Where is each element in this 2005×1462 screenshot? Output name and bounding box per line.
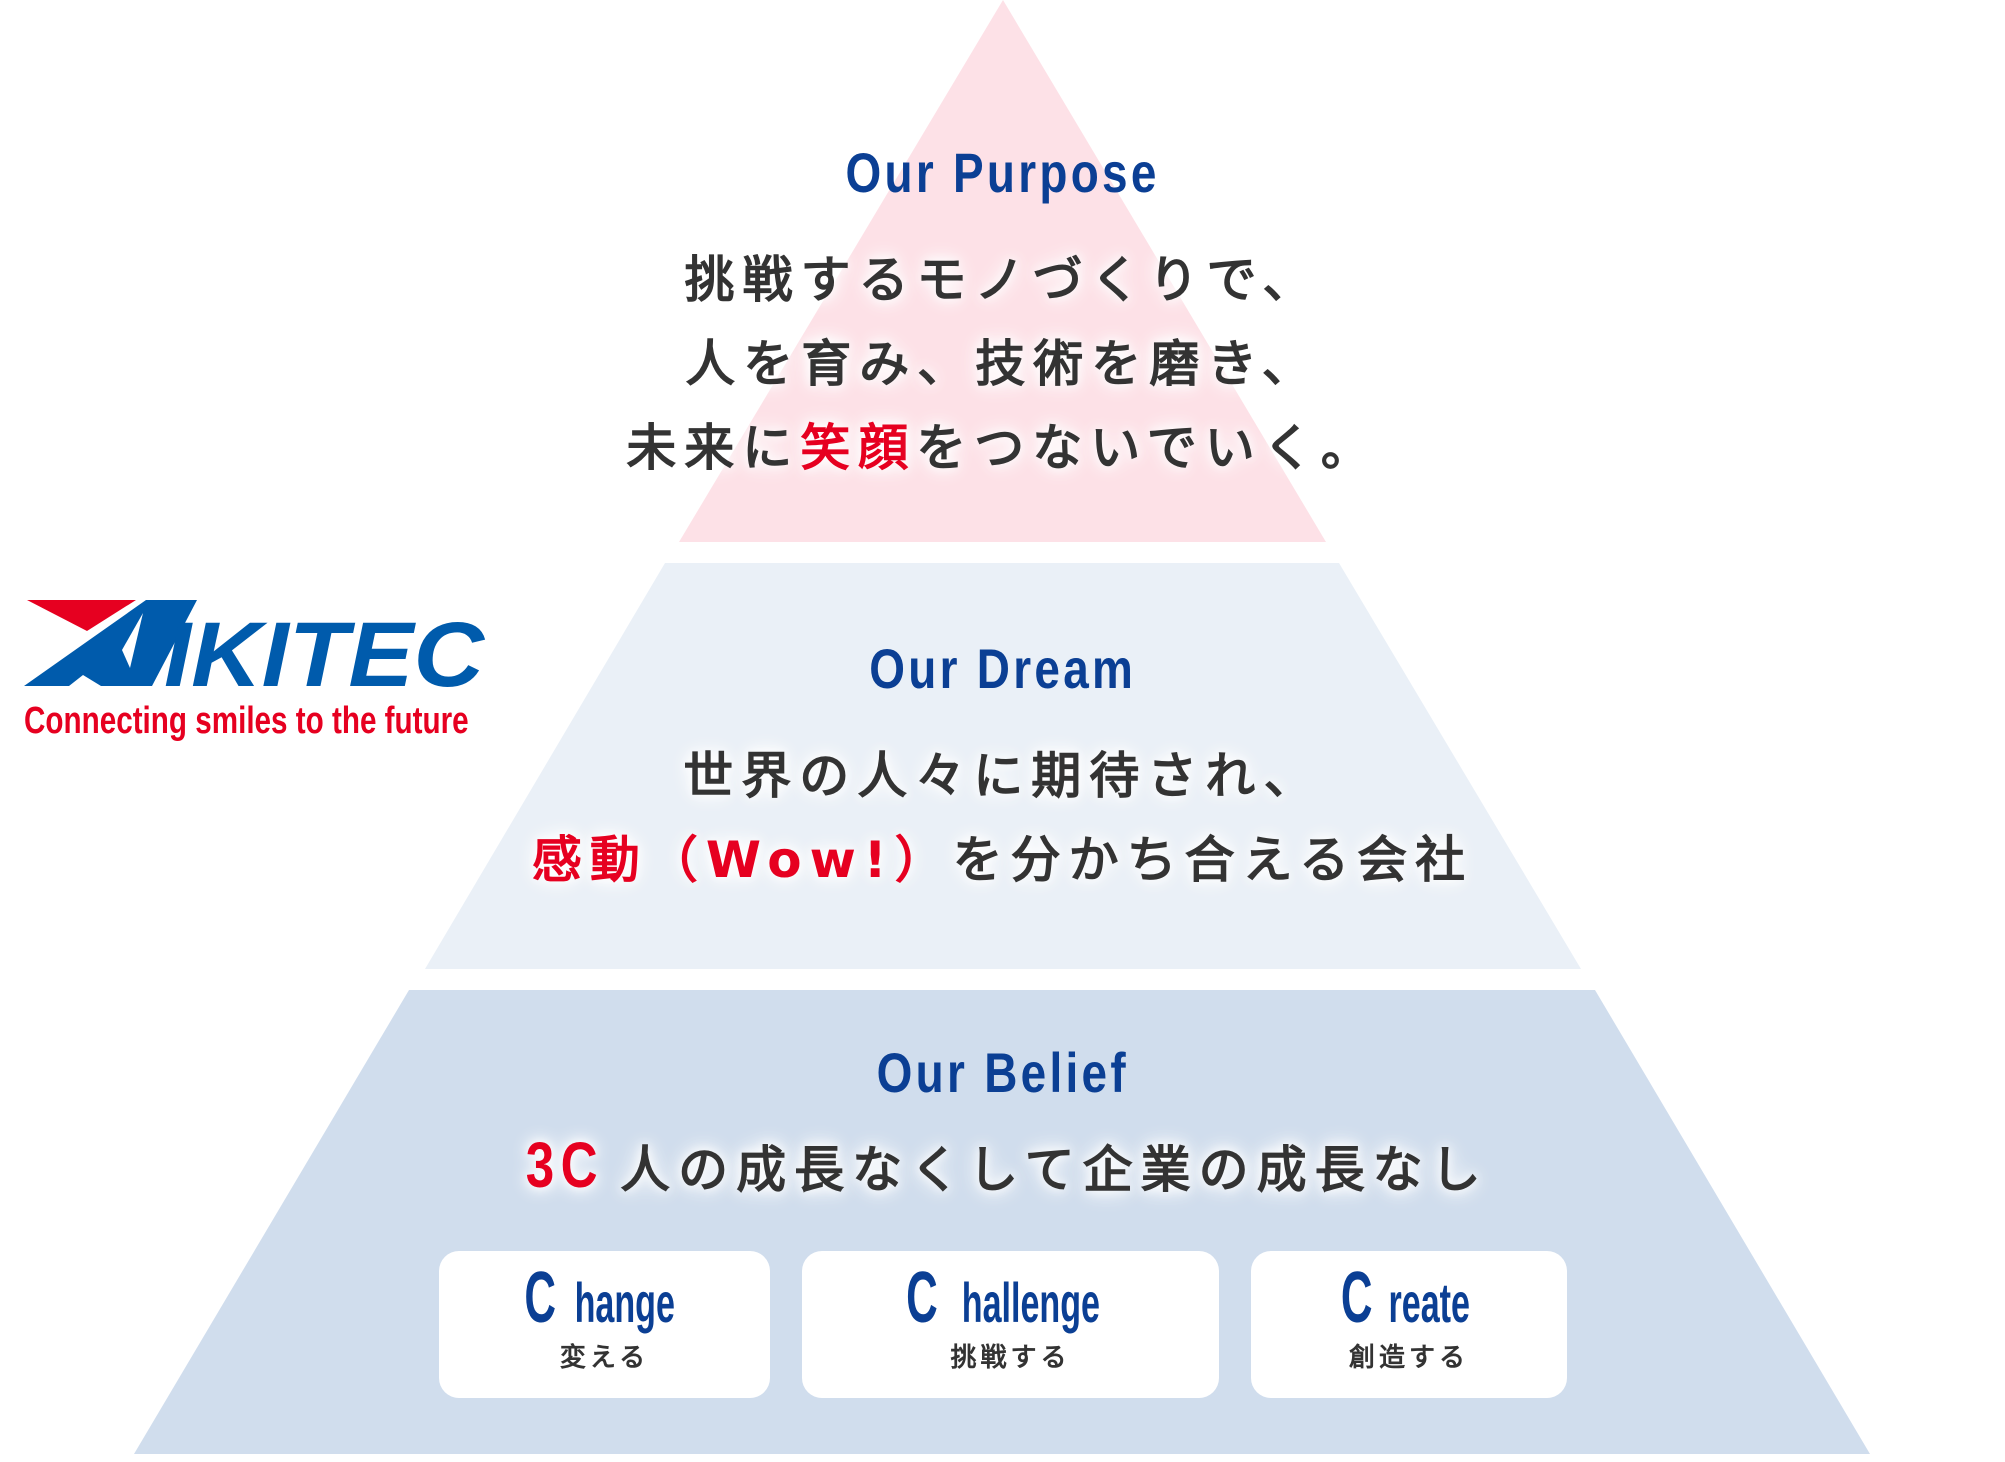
svg-text:IKITEC: IKITEC	[164, 604, 486, 698]
dream-line-1: 世界の人々に期待され、	[683, 747, 1322, 805]
wow-highlight: 感動（Wow!）	[531, 831, 953, 889]
purpose-line-3: 未来に笑顔をつないでいく。	[626, 419, 1379, 477]
dream-title: Our Dream	[869, 637, 1136, 700]
aikitec-logo: IKITEC	[24, 598, 489, 706]
purpose-title: Our Purpose	[845, 141, 1160, 204]
purpose-tier	[679, 0, 1326, 542]
brand-tagline: Connecting smiles to the future	[24, 700, 469, 742]
dream-tier	[425, 563, 1581, 969]
smile-highlight: 笑顔	[800, 419, 917, 477]
purpose-line-2: 人を育み、技術を磨き、	[685, 335, 1320, 393]
purpose-line-1: 挑戦するモノづくりで、	[684, 251, 1321, 309]
3c-label: 3C	[526, 1129, 605, 1201]
dream-line-2: 感動（Wow!）を分かち合える会社	[531, 831, 1474, 889]
belief-title: Our Belief	[876, 1041, 1129, 1104]
